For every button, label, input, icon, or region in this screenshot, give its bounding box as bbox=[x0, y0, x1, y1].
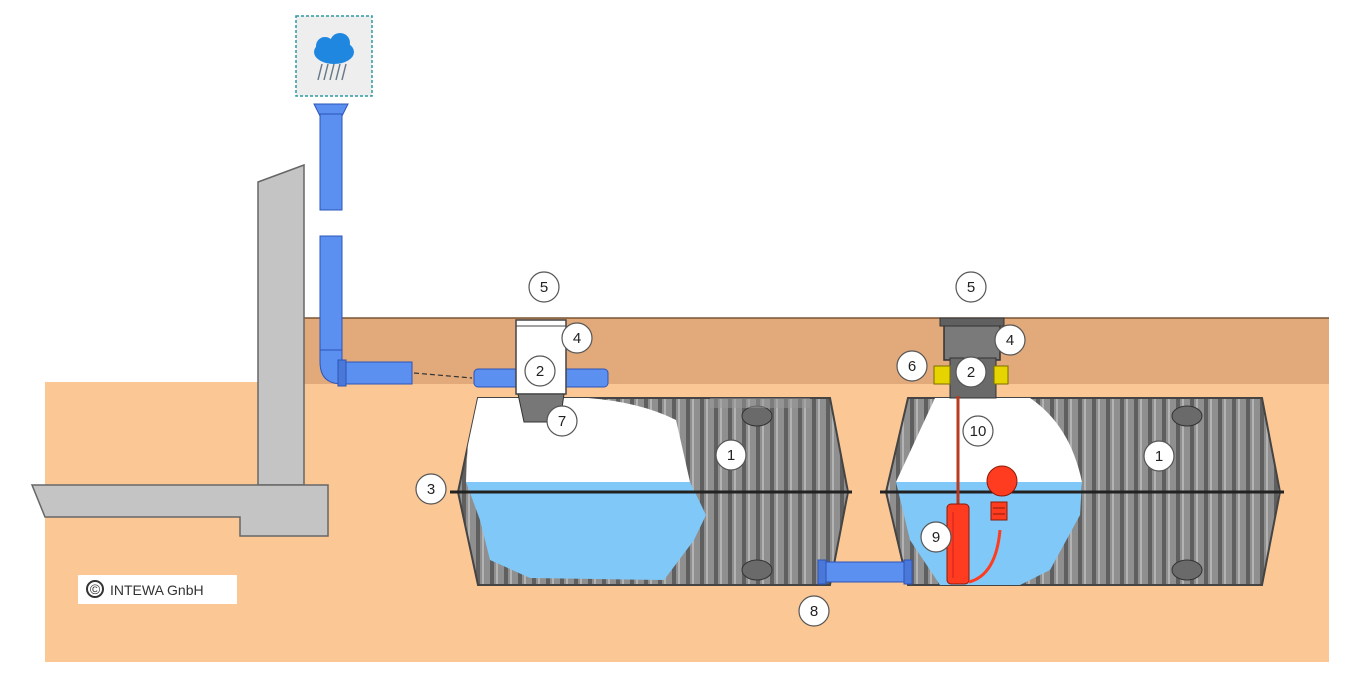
copyright-symbol: © bbox=[90, 581, 101, 597]
callout-connector-circle bbox=[798, 595, 830, 627]
callout-left-cover-circle bbox=[528, 271, 560, 303]
callout-right-cover: 5 bbox=[955, 271, 987, 303]
callout-right-riser-text: 4 bbox=[1006, 332, 1014, 349]
submersible-pump bbox=[946, 503, 970, 585]
callout-left-tank-edge-text: 3 bbox=[427, 481, 435, 498]
callout-right-pump-text: 9 bbox=[932, 529, 940, 546]
copyright-text: INTEWA GnbH bbox=[110, 582, 204, 598]
callout-left-filter-text: 2 bbox=[536, 363, 544, 380]
callout-left-riser-circle bbox=[561, 322, 593, 354]
callout-left-riser: 4 bbox=[561, 322, 593, 354]
float-hose bbox=[968, 529, 1002, 584]
callout-left-tank-edge-circle bbox=[415, 473, 447, 505]
callout-left-tank: 1 bbox=[715, 439, 747, 471]
callout-left-tank-edge: 3 bbox=[415, 473, 447, 505]
callout-right-hose: 10 bbox=[962, 415, 994, 447]
pump-assembly bbox=[946, 396, 1018, 585]
left-tank bbox=[450, 397, 852, 586]
callout-right-cover-circle bbox=[955, 271, 987, 303]
callout-right-riser-circle bbox=[994, 324, 1026, 356]
callout-left-cover-text: 5 bbox=[540, 279, 548, 296]
left-tank-air bbox=[466, 398, 690, 482]
callout-right-tank-text: 1 bbox=[1155, 448, 1163, 465]
yellow-side-port bbox=[933, 365, 951, 385]
callout-left-riser-text: 4 bbox=[573, 330, 581, 347]
callout-left-tank-circle bbox=[715, 439, 747, 471]
downpipe bbox=[313, 103, 473, 387]
connector-pipe bbox=[817, 559, 913, 585]
right-tank-water bbox=[896, 482, 1082, 585]
callout-right-tank: 1 bbox=[1143, 440, 1175, 472]
callout-left-filter: 2 bbox=[524, 355, 556, 387]
callout-left-inlet-circle bbox=[546, 405, 578, 437]
callout-right-tank-circle bbox=[1143, 440, 1175, 472]
callout-left-inlet: 7 bbox=[546, 405, 578, 437]
callout-left-inlet-text: 7 bbox=[558, 413, 566, 430]
callout-left-tank-text: 1 bbox=[727, 447, 735, 464]
copyright-icon bbox=[86, 580, 104, 598]
callout-right-pump: 9 bbox=[920, 521, 952, 553]
callout-connector-text: 8 bbox=[810, 603, 818, 620]
callout-right-hose-text: 10 bbox=[970, 423, 987, 440]
callout-right-side-port-text: 6 bbox=[908, 358, 916, 375]
callout-right-side-port-circle bbox=[896, 350, 928, 382]
callout-right-filter-circle bbox=[955, 356, 987, 388]
callout-left-cover: 5 bbox=[528, 271, 560, 303]
copyright-box: © INTEWA GnbH bbox=[78, 575, 237, 604]
callout-connector: 8 bbox=[798, 595, 830, 627]
callout-right-pump-circle bbox=[920, 521, 952, 553]
float-switch bbox=[986, 465, 1018, 497]
callout-right-side-port: 6 bbox=[896, 350, 928, 382]
callout-right-filter: 2 bbox=[955, 356, 987, 388]
building-wall bbox=[30, 163, 329, 537]
topsoil-layer bbox=[300, 318, 1329, 384]
rain-cloud-icon bbox=[295, 15, 373, 97]
callout-right-riser: 4 bbox=[994, 324, 1026, 356]
right-tank bbox=[880, 397, 1284, 586]
callout-left-filter-circle bbox=[524, 355, 556, 387]
left-tank-water bbox=[466, 482, 706, 580]
callout-labels: 5 4 2 7 1 3 5 4 6 2 10 1 9 8 bbox=[415, 271, 1175, 627]
callout-right-filter-text: 2 bbox=[967, 364, 975, 381]
callout-right-hose-circle bbox=[962, 415, 994, 447]
callout-right-cover-text: 5 bbox=[967, 279, 975, 296]
